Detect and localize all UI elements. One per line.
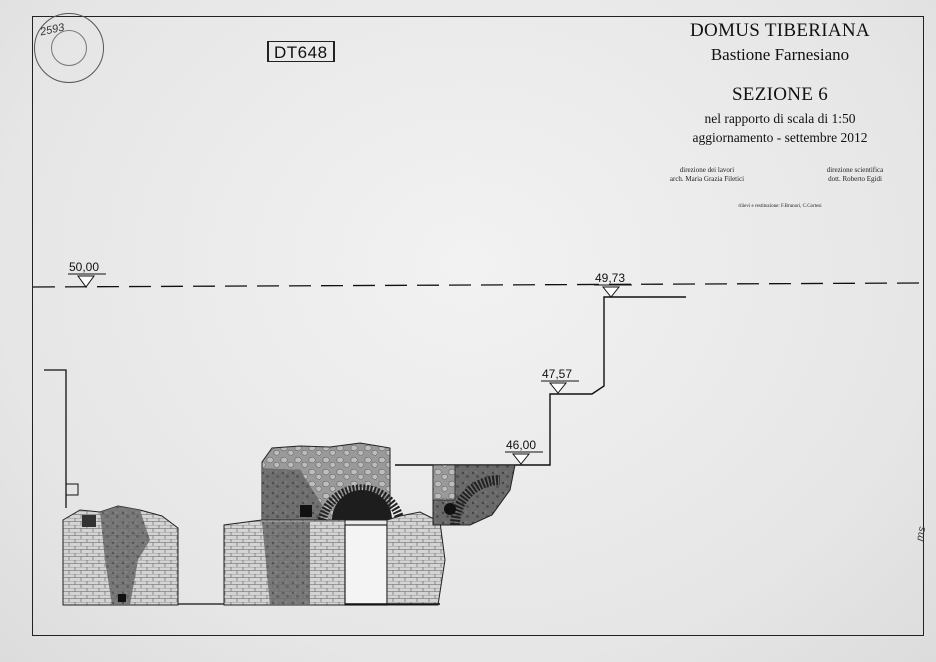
survey-note: rilievi e restituzione: F.Brunori, C.Cor… [738, 204, 822, 209]
level-marker-47-57: 47,57 [541, 367, 579, 394]
archive-stamp [34, 13, 104, 83]
level-label-49-73: 49,73 [595, 271, 625, 285]
stamp-inner-ring [51, 30, 87, 66]
level-label-46-00: 46,00 [506, 438, 536, 452]
section-title: SEZIONE 6 [731, 84, 829, 105]
scale-note: nel rapporto di scala di 1:50 [704, 111, 856, 126]
drawing-frame [32, 16, 924, 636]
level-label-50-00: 50,00 [69, 260, 99, 274]
left-wall-line [44, 369, 67, 508]
works-direction-name: arch. Maria Grazia Filetici [669, 175, 745, 183]
project-subtitle: Bastione Farnesiano [710, 45, 850, 64]
reference-datum-line [32, 282, 923, 288]
ground-profile [395, 296, 686, 466]
level-label-47-57: 47,57 [542, 367, 572, 381]
masonry-right [432, 464, 516, 526]
masonry-center [223, 511, 446, 606]
project-title: DOMUS TIBERIANA [690, 20, 870, 41]
left-wall-notch [65, 483, 79, 496]
update-note: aggiornamento - settembre 2012 [692, 130, 868, 145]
works-direction-label: direzione dei lavori [679, 166, 735, 174]
level-marker-49-73: 49,73 [594, 271, 632, 298]
masonry-left [62, 505, 179, 606]
masonry-center-upper [261, 442, 405, 522]
level-marker-46-00: 46,00 [505, 438, 543, 465]
scientific-direction-label: direzione scientifica [826, 166, 884, 174]
level-marker-50-00: 50,00 [68, 260, 106, 288]
scientific-direction-name: dott. Roberto Egidi [828, 175, 882, 183]
drawing-code: DT648 [267, 41, 335, 62]
